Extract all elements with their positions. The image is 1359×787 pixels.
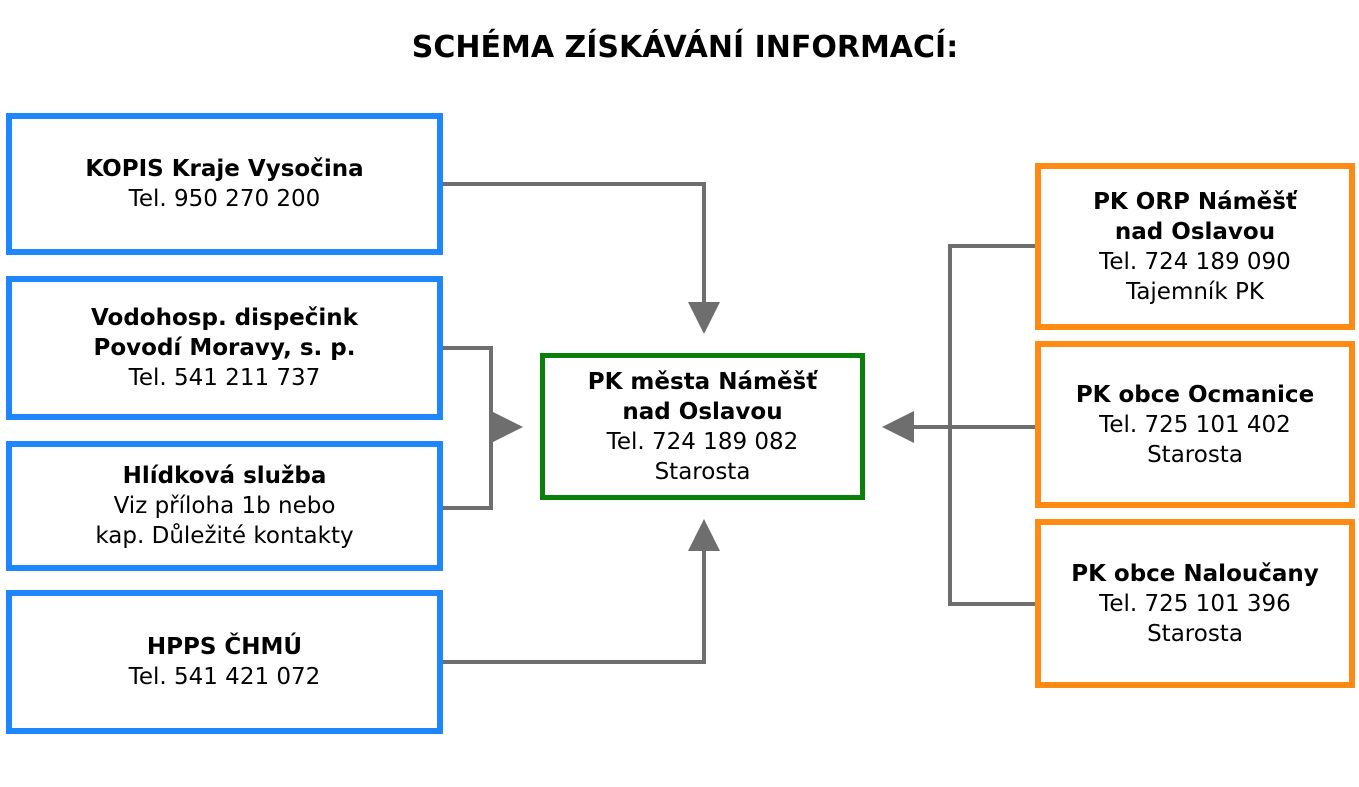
box-line: Tel. 725 101 402: [1099, 411, 1291, 438]
box-line: Viz příloha 1b nebo: [113, 493, 336, 519]
box-line: Tel. 541 211 737: [128, 365, 321, 391]
box-line: Tel. 724 189 090: [1099, 248, 1291, 275]
box-title: Povodí Moravy, s. p.: [93, 335, 356, 361]
box-title: Hlídková služba: [122, 463, 327, 489]
box-vodohosp: Vodohosp. dispečink Povodí Moravy, s. p.…: [6, 276, 443, 420]
box-kopis: KOPIS Kraje Vysočina Tel. 950 270 200: [6, 113, 443, 255]
box-pk-orp: PK ORP Náměšť nad Oslavou Tel. 724 189 0…: [1035, 163, 1355, 330]
box-hpps: HPPS ČHMÚ Tel. 541 421 072: [6, 590, 443, 734]
box-line: Tel. 950 270 200: [128, 186, 321, 212]
box-title: PK ORP Náměšť: [1093, 188, 1297, 215]
box-title: nad Oslavou: [1114, 218, 1276, 245]
box-pk-mesta: PK města Náměšť nad Oslavou Tel. 724 189…: [540, 353, 865, 500]
box-line: Starosta: [654, 458, 751, 485]
box-line: Starosta: [1147, 441, 1243, 468]
box-line: Starosta: [1147, 620, 1243, 647]
box-line: Tel. 541 421 072: [128, 664, 321, 690]
box-line: Tel. 724 189 082: [606, 428, 799, 455]
box-pk-ocmanice: PK obce Ocmanice Tel. 725 101 402 Staros…: [1035, 341, 1355, 508]
box-line: Tajemník PK: [1126, 278, 1264, 305]
box-hlidkova: Hlídková služba Viz příloha 1b nebo kap.…: [6, 441, 443, 571]
connector-kopis: [441, 182, 720, 334]
box-line: kap. Důležité kontakty: [95, 523, 354, 549]
box-title: Vodohosp. dispečink: [91, 305, 358, 331]
diagram-title: SCHÉMA ZÍSKÁVÁNÍ INFORMACÍ:: [411, 30, 959, 65]
box-title: nad Oslavou: [622, 398, 783, 425]
connector-vodohosp: [441, 346, 493, 510]
box-title: PK obce Naloučany: [1071, 560, 1319, 587]
box-line: Tel. 725 101 396: [1099, 590, 1291, 617]
box-pk-naloucany: PK obce Naloučany Tel. 725 101 396 Staro…: [1035, 519, 1355, 688]
connector-hpps: [441, 519, 720, 664]
box-title: PK obce Ocmanice: [1075, 381, 1315, 408]
box-title: PK města Náměšť: [587, 368, 818, 395]
box-title: KOPIS Kraje Vysočina: [85, 156, 364, 182]
box-title: HPPS ČHMÚ: [146, 634, 303, 660]
